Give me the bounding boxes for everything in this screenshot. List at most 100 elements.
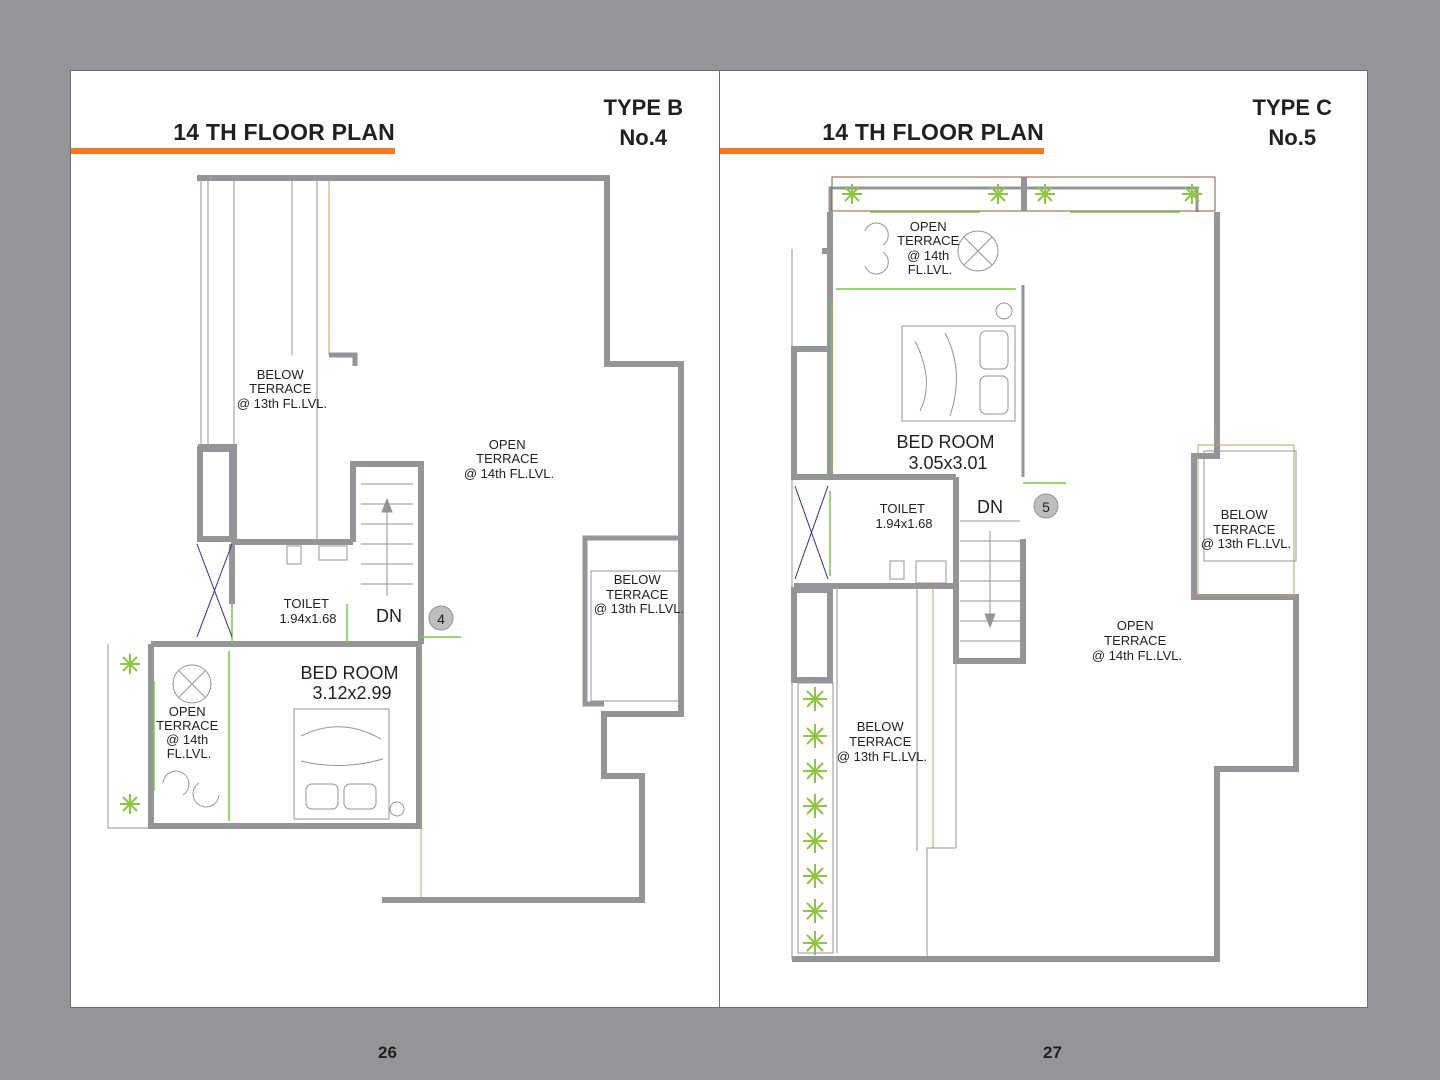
step-line [926, 847, 956, 959]
plant-icon [803, 794, 827, 818]
thin-lines [107, 181, 680, 897]
bed-furniture [293, 708, 405, 820]
plant-icon [842, 184, 862, 204]
pillow-icon [305, 783, 339, 810]
unit-number: No.4 [619, 125, 668, 150]
plant-icon [803, 687, 827, 711]
round-table-icon [172, 664, 212, 704]
side-table-icon [389, 801, 405, 817]
staircase [960, 520, 1020, 642]
toilet-wall [198, 444, 353, 545]
plant-icon [1182, 184, 1202, 204]
room-label-open-terrace-small: OPEN TERRACE @ 14th FL.LVL. [156, 704, 222, 761]
bed-icon [293, 708, 390, 820]
below-terrace-box [582, 535, 681, 707]
stair-down-label: DN [977, 497, 1003, 517]
notch-wall [329, 352, 358, 366]
heading-accent-rule [720, 148, 1044, 154]
plant-icon [988, 184, 1008, 204]
room-label-below-terrace-right: BELOW TERRACE @ 13th FL.LVL. [1201, 507, 1291, 551]
floor-plan-heading: 14 TH FLOOR PLAN [173, 119, 395, 145]
room-label-toilet: TOILET 1.94x1.68 [875, 501, 932, 531]
plant-icon [1035, 184, 1055, 204]
sheet-fold [944, 332, 957, 417]
toilet-fixtures [794, 485, 947, 584]
pillow-icon [979, 375, 1009, 415]
thin-lines [791, 176, 1297, 959]
table-cross [178, 670, 206, 698]
stair-wall [350, 461, 424, 644]
plant-icon [803, 899, 827, 923]
glazing [829, 211, 1180, 576]
outer-wall [197, 175, 684, 903]
unit-number: No.5 [1268, 125, 1317, 150]
planters [803, 184, 1202, 955]
brochure-spread: 14 TH FLOOR PLAN TYPE B No.4 [71, 71, 1367, 1007]
shower-screen [794, 485, 829, 580]
plant-icon [803, 931, 827, 955]
duct-block [791, 587, 833, 683]
chair-icon [162, 770, 190, 796]
room-label-bedroom: BED ROOM 3.05x3.01 [896, 432, 999, 473]
top-planter-wall [828, 186, 1199, 212]
room-label-below-terrace-a: BELOW TERRACE @ 13th FL.LVL. [237, 367, 327, 411]
plant-icon [120, 794, 140, 814]
plant-icon [803, 724, 827, 748]
bed-furniture [901, 302, 1016, 422]
floor-plan-heading: 14 TH FLOOR PLAN [822, 119, 1044, 145]
walls [791, 186, 1299, 962]
room-label-open-terrace-top: OPEN TERRACE @ 14th FL.LVL. [897, 219, 963, 277]
room-label-open-terrace-main: OPEN TERRACE @ 14th FL.LVL. [1092, 618, 1182, 663]
page-left: 14 TH FLOOR PLAN TYPE B No.4 [71, 71, 719, 1007]
basin-icon [318, 545, 348, 561]
chair-icon [192, 782, 220, 808]
sheet-fold [914, 340, 927, 412]
basin-icon [915, 560, 947, 584]
walls [148, 175, 684, 903]
plant-icon [120, 654, 140, 674]
pillow-icon [343, 783, 377, 810]
page-number-right: 27 [1043, 1043, 1062, 1062]
unit-type: TYPE B [603, 95, 683, 120]
page-number-left: 26 [378, 1043, 397, 1062]
sheet-fold [300, 726, 382, 740]
unit-marker-badge [1033, 493, 1059, 519]
wc-icon [889, 560, 905, 580]
plant-icon [803, 759, 827, 783]
planters [120, 654, 140, 814]
plant-icon [803, 864, 827, 888]
floor-plan-type-b: 4 BELOW TERRACE @ 13th FL.LVL. OPEN TERR… [107, 175, 684, 903]
stair-down-label: DN [376, 606, 402, 626]
shower-screen [196, 543, 233, 638]
bed-icon [901, 325, 1016, 422]
side-table-icon [995, 302, 1013, 320]
terrace-furniture [162, 664, 220, 808]
room-label-below-terrace-bottom: BELOW TERRACE @ 13th FL.LVL. [837, 719, 927, 764]
stair-arrowhead [381, 497, 393, 513]
glazing [153, 604, 461, 821]
room-label-open-terrace-main: OPEN TERRACE @ 14th FL.LVL. [464, 437, 554, 481]
unit-marker-badge [428, 605, 454, 631]
below-terrace-box [1197, 444, 1295, 596]
duct-block [197, 446, 235, 542]
pillow-icon [979, 330, 1009, 370]
wc-icon [286, 545, 302, 565]
plant-icon [803, 829, 827, 853]
outer-wall [792, 212, 1299, 962]
terrace-furniture [864, 222, 999, 275]
toilet-fixtures [196, 543, 348, 638]
page-right: 14 TH FLOOR PLAN TYPE C No.5 [720, 71, 1368, 1007]
chair-icon [864, 251, 889, 275]
unit-type-label: TYPE C No.5 [1253, 93, 1332, 153]
table-cross [963, 236, 993, 266]
round-table-icon [957, 230, 999, 272]
heading-accent-rule [71, 148, 395, 154]
chair-icon [864, 222, 889, 246]
below-terrace-inner [590, 570, 680, 702]
sheet-fold [300, 758, 384, 766]
below-terrace-inner [1203, 450, 1297, 562]
staircase [361, 483, 413, 596]
unit-type: TYPE C [1252, 95, 1332, 120]
stair-wall [953, 477, 1026, 664]
step-line [932, 586, 956, 849]
